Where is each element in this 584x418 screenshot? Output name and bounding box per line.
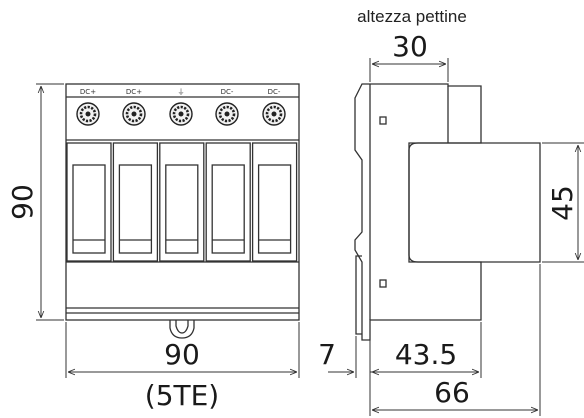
- side-rail-clip: [355, 255, 362, 335]
- module-width-label: (5TE): [145, 379, 219, 412]
- terminal-screw-center-icon: [224, 111, 230, 117]
- front-width-dimension: [65, 322, 300, 378]
- terminal-label: DC+: [80, 88, 96, 96]
- terminal-screw-center-icon: [131, 111, 137, 117]
- front-body-outline: [65, 83, 300, 321]
- terminal-label: DC-: [268, 88, 281, 96]
- side-indicator-bottom: [379, 279, 387, 288]
- side-body-outline: [354, 83, 482, 341]
- front-depth-label: 45: [546, 185, 579, 221]
- terminal-screw-ring-icon: [79, 105, 97, 123]
- module-window: [118, 164, 153, 254]
- module-window: [72, 164, 106, 254]
- module-window: [211, 164, 245, 254]
- rail-offset-label: 7: [318, 338, 336, 371]
- terminal-screw-ring-icon: [265, 105, 283, 123]
- module-window: [165, 164, 199, 254]
- terminal-screw-ring-icon: [218, 105, 236, 123]
- comb-height-dimension: [369, 58, 449, 82]
- module-window: [257, 164, 292, 254]
- comb-height-note: altezza pettine: [357, 7, 467, 26]
- front-view: [65, 83, 300, 339]
- body-depth-dimension: [369, 322, 482, 416]
- terminal-screw-center-icon: [85, 111, 91, 117]
- front-width-label: 90: [164, 338, 200, 371]
- total-depth-dimension: [372, 264, 541, 416]
- terminal-screw-ring-icon: [125, 105, 143, 123]
- pluggable-module: [205, 142, 251, 262]
- pluggable-module: [251, 142, 298, 262]
- terminal-screw-center-icon: [271, 111, 277, 117]
- pluggable-module: [66, 142, 112, 262]
- module-row: [66, 142, 298, 262]
- front-cap-outline: [408, 142, 541, 263]
- terminal-screw-ring-icon: [172, 105, 190, 123]
- terminal-row: DC+ DC+ ⏚ DC- DC-: [76, 88, 286, 126]
- din-rail-clip-inner: [175, 320, 189, 334]
- pluggable-module: [112, 142, 159, 262]
- front-height-dimension: [36, 83, 64, 321]
- body-depth-label: 43.5: [395, 338, 457, 371]
- pluggable-module: [159, 142, 205, 262]
- side-view: [354, 83, 541, 341]
- front-height-label: 90: [6, 184, 39, 220]
- terminal-label: DC-: [221, 88, 234, 96]
- comb-height-label: 30: [392, 30, 428, 63]
- side-indicator-top: [379, 116, 387, 125]
- terminal-screw-center-icon: [178, 111, 184, 117]
- total-depth-label: 66: [434, 376, 470, 409]
- terminal-label: ⏚: [178, 88, 185, 96]
- terminal-label: DC+: [126, 88, 142, 96]
- din-rail-clip: [169, 320, 195, 339]
- front-depth-dimension: [542, 142, 584, 263]
